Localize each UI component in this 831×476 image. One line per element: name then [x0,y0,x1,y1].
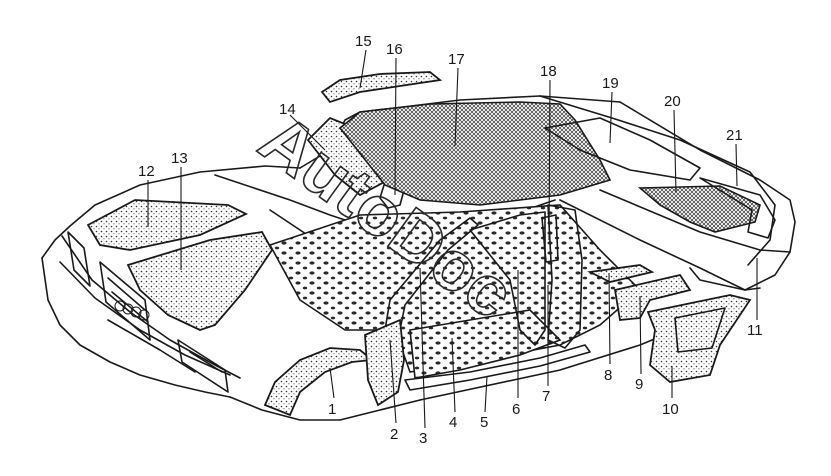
callout-12: 12 [138,163,155,180]
part-15-roof-strip [320,71,443,104]
part-18-pillar-strip [541,214,559,263]
part-17-roof-headliner [338,101,612,206]
callout-10: 10 [662,401,679,418]
part-4-floor-pad [409,309,562,379]
callout-4: 4 [449,414,457,431]
front-grille [67,231,229,393]
part-8-trim [587,264,655,283]
callout-15: 15 [355,33,372,50]
part-1-wheel-arch-liner [263,347,375,417]
callout-19: 19 [602,75,619,92]
callout-17: 17 [448,51,465,68]
part-13-engine-pad [126,231,274,331]
part-19-trunk-pad [544,117,701,181]
callout-20: 20 [664,93,681,110]
callout-1: 1 [328,401,336,418]
callout-7: 7 [542,388,550,405]
part-7-b-pillar [547,204,583,349]
part-6-b-pillar-pad [469,211,546,346]
callout-5: 5 [480,414,488,431]
callout-18: 18 [540,63,557,80]
part-10-cutout [674,307,726,353]
callout-6: 6 [512,401,520,418]
callout-13: 13 [171,150,188,167]
part-12-hood-pad [86,199,249,251]
callout-8: 8 [604,367,612,384]
callout-2: 2 [390,426,398,443]
audi-rings-icon [114,300,150,321]
part-21-rear-panel [699,177,776,239]
callout-labels: 1 2 3 4 5 6 7 8 9 10 11 12 13 14 15 16 1… [138,33,763,447]
leader-lines [147,49,758,429]
part-2-kick-panel [364,318,405,407]
part-9-rear-side-pad [613,273,692,321]
callout-9: 9 [635,376,643,393]
part-5-sill [404,344,591,391]
callout-16: 16 [386,41,403,58]
callout-3: 3 [419,430,427,447]
callout-11: 11 [747,322,763,339]
part-10-quarter-panel-pad [646,294,752,383]
callout-14: 14 [279,101,296,118]
callout-21: 21 [726,127,743,144]
part-20-rear-mat [637,185,761,233]
